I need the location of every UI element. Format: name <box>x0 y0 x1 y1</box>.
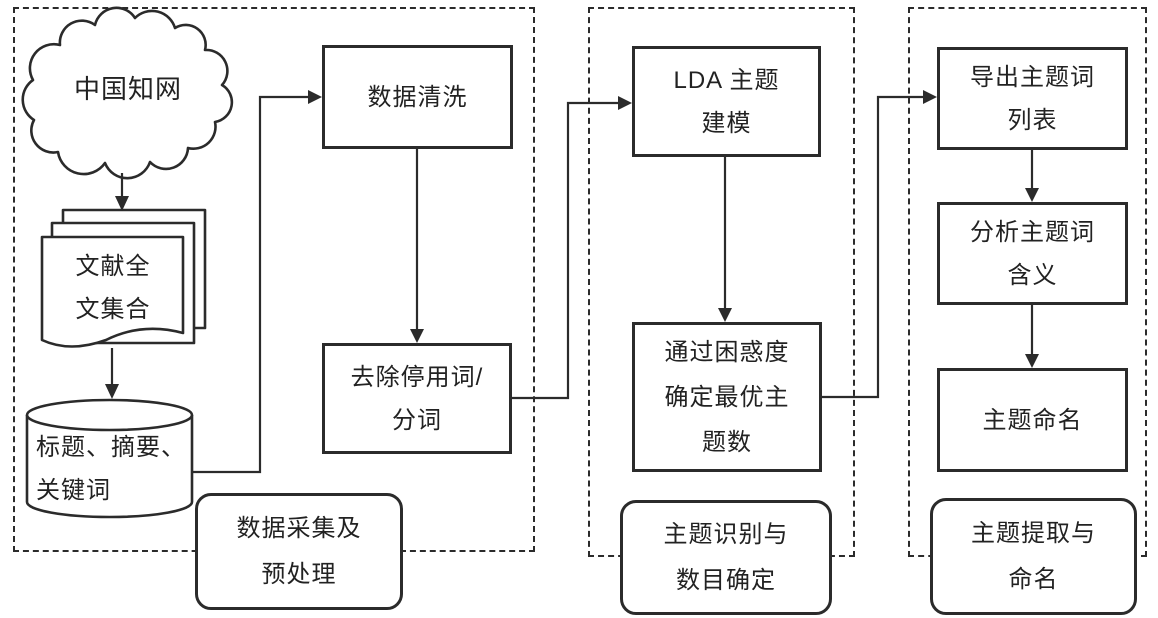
database-label: 标题、摘要、 关键词 <box>36 434 186 504</box>
box-analyze-topic-words: 分析主题词 含义 <box>937 202 1128 305</box>
arrowhead-lda-to-perplexity <box>718 308 732 322</box>
arrowhead-perplexity-to-export <box>923 90 937 104</box>
document-stack-shape <box>40 208 207 348</box>
connector-stopwords-to-lda <box>512 101 619 400</box>
arrowhead-documents-to-database <box>105 384 119 399</box>
stage-label-data-collection: 数据采集及 预处理 <box>195 493 403 610</box>
box-lda-modeling: LDA 主题 建模 <box>632 46 821 157</box>
arrowhead-analyze-to-naming <box>1025 354 1039 368</box>
box-perplexity: 通过困惑度 确定最优主 题数 <box>632 322 822 472</box>
document-stack-label: 文献全 文集合 <box>75 253 151 323</box>
arrowhead-stopwords-to-lda <box>618 96 632 110</box>
arrowhead-cloud-to-documents <box>115 196 129 211</box>
cloud-shape <box>21 6 234 180</box>
box-remove-stopwords: 去除停用词/ 分词 <box>322 343 512 454</box>
cloud-label: 中国知网 <box>73 73 182 104</box>
arrowhead-cleaning-to-stopwords <box>410 329 424 343</box>
box-data-cleaning: 数据清洗 <box>322 45 513 149</box>
database-cylinder-shape <box>25 398 194 519</box>
arrowhead-export-to-analyze <box>1025 188 1039 202</box>
box-export-topic-words: 导出主题词 列表 <box>937 47 1128 150</box>
connector-perplexity-to-export <box>822 95 924 399</box>
stage-label-topic-extraction: 主题提取与 命名 <box>930 498 1137 615</box>
connector-database-to-cleaning <box>192 95 309 474</box>
arrowhead-database-to-cleaning <box>308 90 322 104</box>
box-topic-naming: 主题命名 <box>937 368 1128 472</box>
stage-label-topic-identification: 主题识别与 数目确定 <box>620 500 832 615</box>
